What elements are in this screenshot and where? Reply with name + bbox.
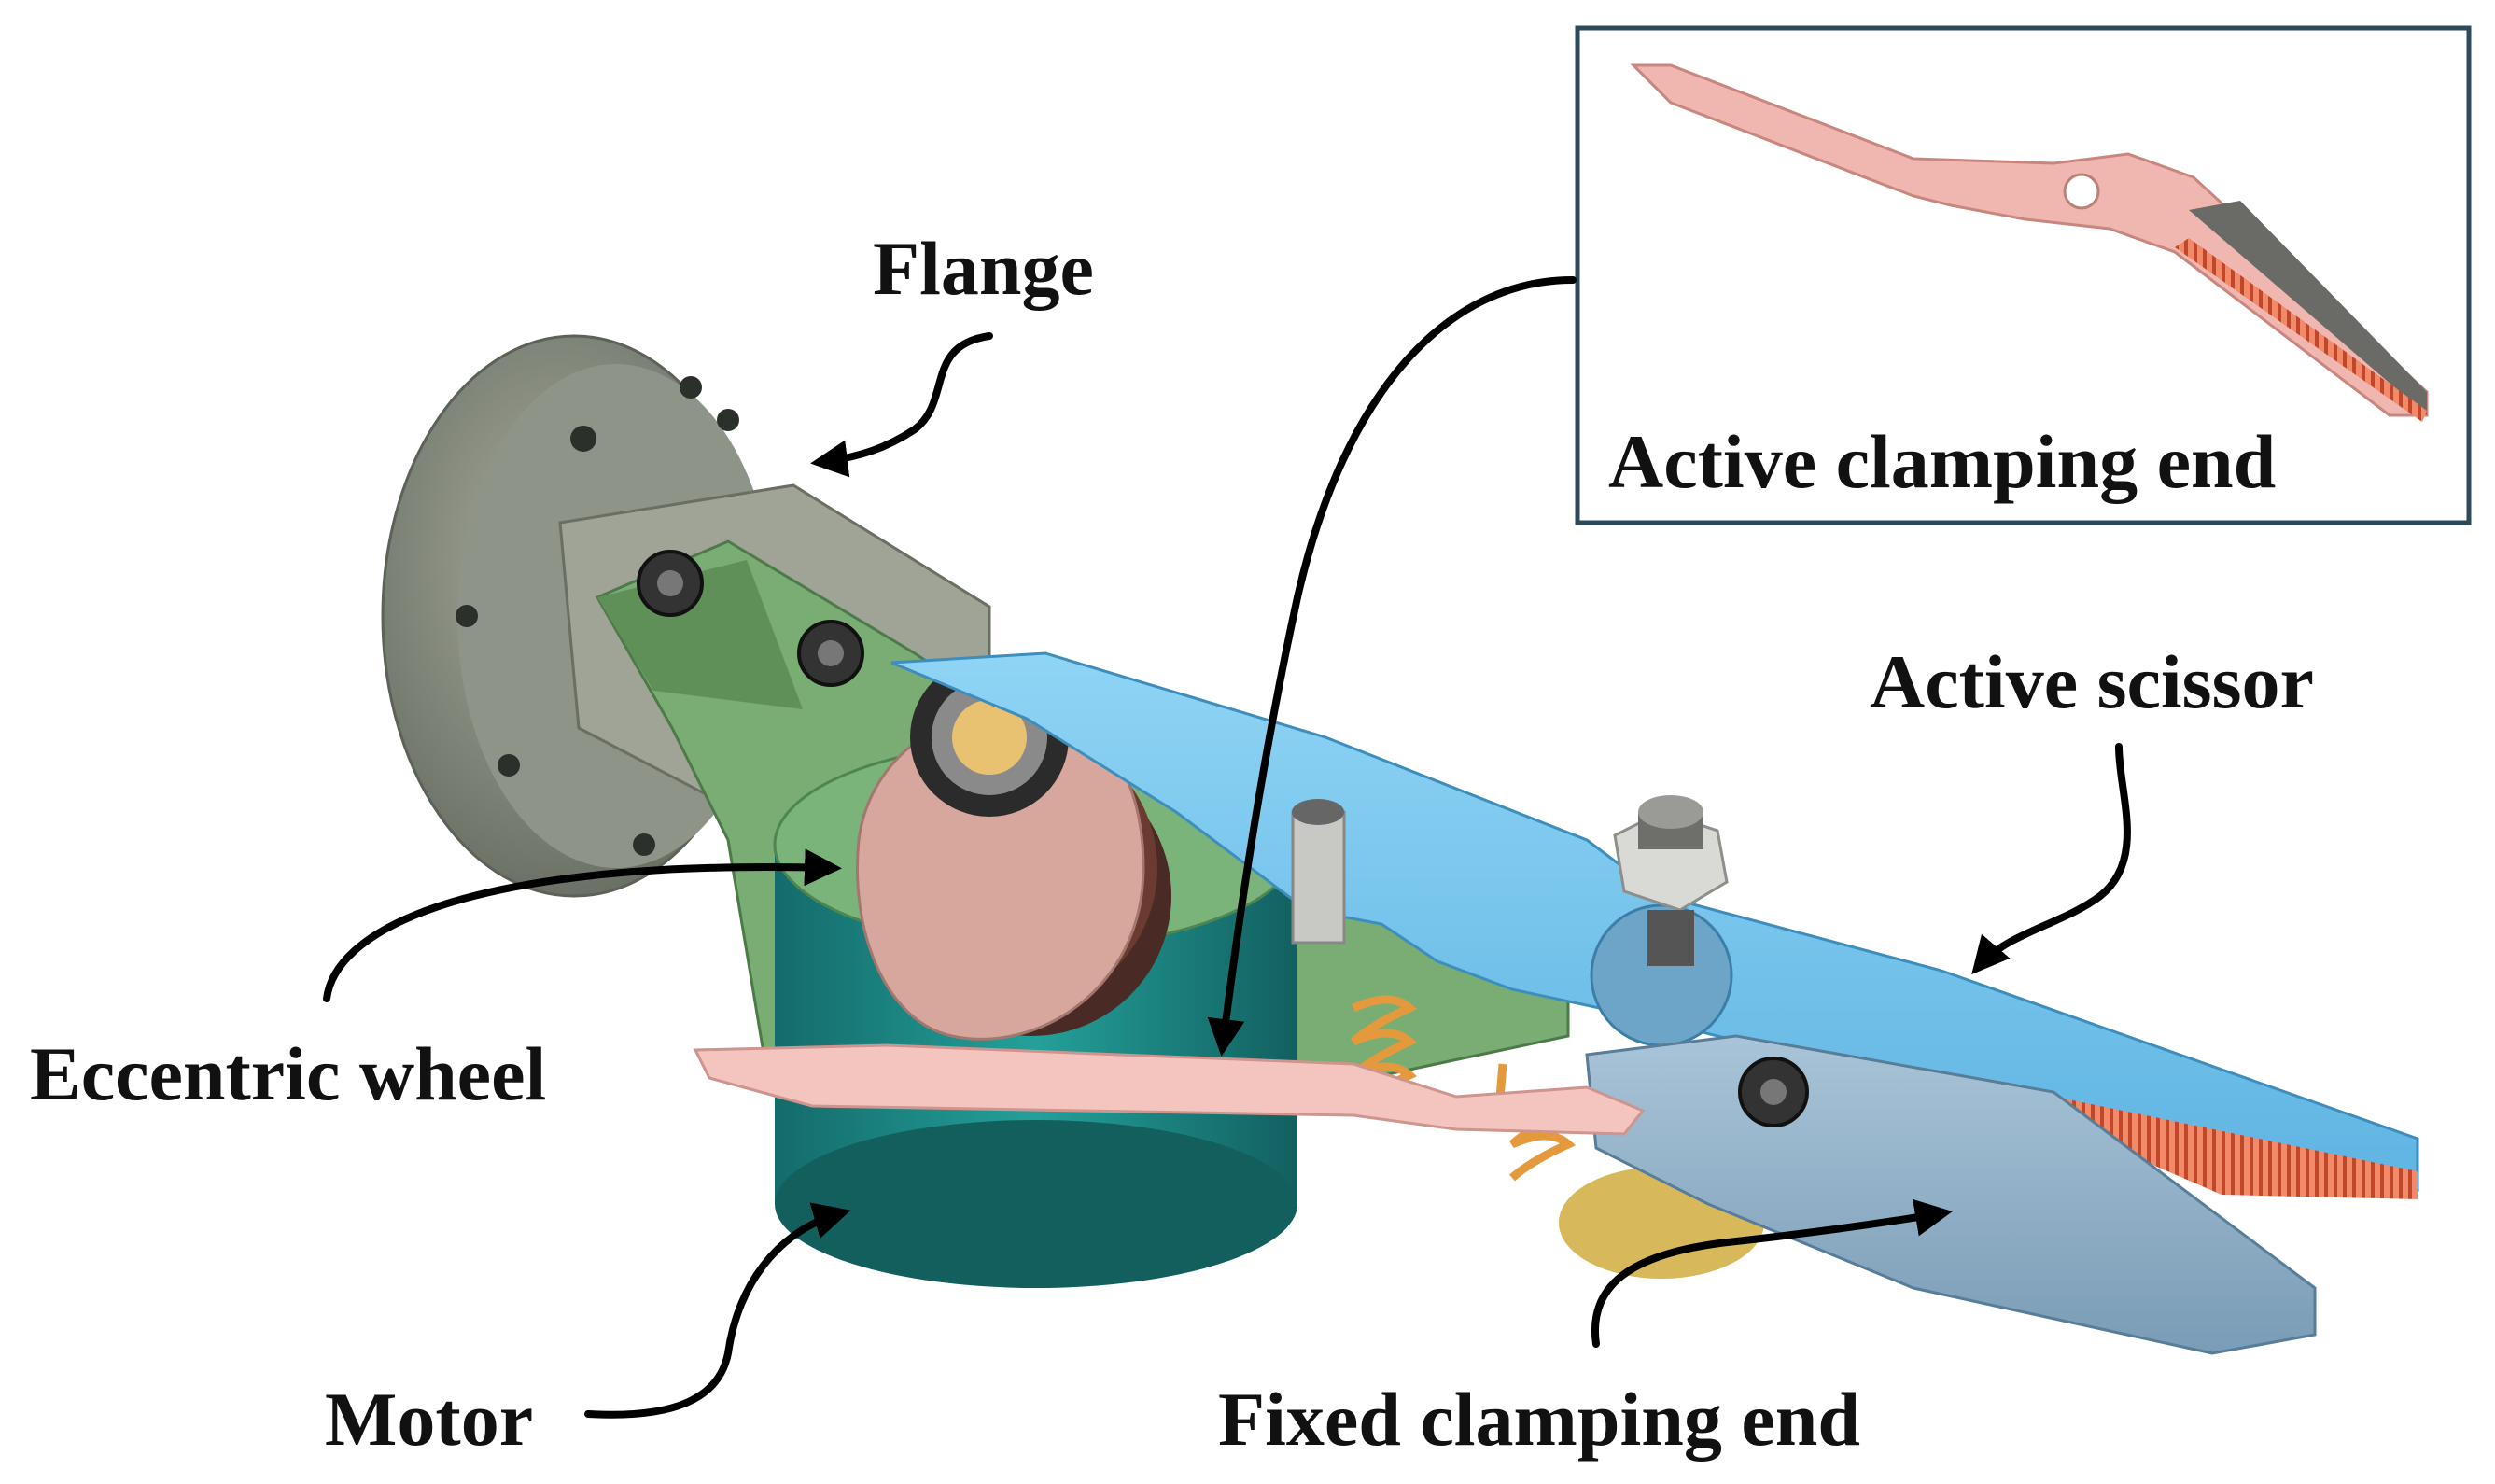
label-active-clamping-end: Active clamping end xyxy=(1608,419,2276,504)
arrow-fixed-clamping-end xyxy=(1591,1198,1953,1348)
label-flange: Flange xyxy=(873,226,1094,311)
pink-blade xyxy=(693,1043,1646,1136)
label-fixed-clamping-end: Fixed clamping end xyxy=(1218,1377,1860,1462)
standoff-post xyxy=(1291,799,1346,945)
arrow-active-clamping-end xyxy=(1207,276,1577,1057)
inset-active-clamping-end xyxy=(1630,63,2429,422)
arrow-eccentric-wheel xyxy=(323,848,842,1002)
arrow-flange xyxy=(810,332,993,478)
arrow-motor xyxy=(584,1202,851,1419)
arrow-active-scissor xyxy=(1971,743,2131,975)
arrows xyxy=(323,276,2131,1419)
label-eccentric-wheel: Eccentric wheel xyxy=(30,1031,546,1116)
fixed-clamping-end xyxy=(1585,1034,2317,1355)
label-motor: Motor xyxy=(325,1377,533,1462)
inset-box xyxy=(1575,25,2472,525)
label-active-scissor: Active scissor xyxy=(1870,639,2314,724)
hex-nut xyxy=(1613,795,1729,966)
